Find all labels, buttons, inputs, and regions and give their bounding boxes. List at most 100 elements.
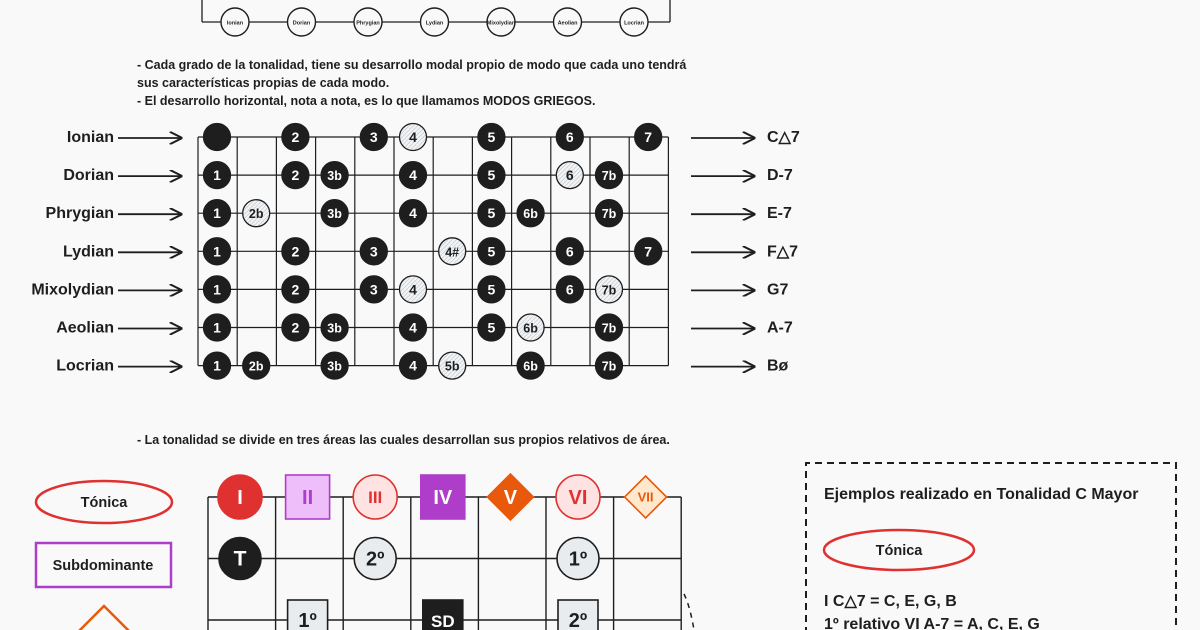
scale-degree-dot [281, 122, 310, 152]
tonic-legend-ellipse [34, 479, 174, 525]
intro-line-2: sus características propias de cada modo… [137, 76, 390, 90]
scale-degree-dot [634, 237, 663, 266]
scale-degree-label: 6 [566, 129, 574, 145]
scale-degree-dot [202, 313, 232, 342]
top-strip-circle [220, 7, 250, 37]
top-strip-circle [486, 7, 516, 37]
modes-fretboard [197, 136, 670, 367]
scale-degree-dot [477, 275, 506, 304]
relative-mark-label: 1º [569, 549, 587, 571]
degree-label: VII [638, 490, 654, 505]
scale-degree-label: 2 [292, 167, 300, 183]
relative-mark-label: 1º [298, 610, 316, 630]
mode-chord: Bø [767, 358, 789, 375]
intro-line-1: - Cada grado de la tonalidad, tiene su d… [137, 58, 687, 72]
scale-degree-dot [359, 237, 388, 266]
scale-degree-dot [359, 122, 388, 152]
mode-chord: E-7 [767, 205, 792, 222]
scale-degree-label: 7b [602, 207, 617, 221]
relative-mark-label: SD [431, 612, 455, 630]
scale-degree-label: 7 [644, 243, 652, 259]
scale-degree-dot [634, 122, 663, 152]
intro-line-3: - El desarrollo horizontal, nota a nota,… [137, 94, 596, 108]
area-connector-line [683, 593, 695, 630]
scale-degree-dot [398, 351, 428, 380]
scale-degree-dot [398, 199, 428, 228]
scale-degree-dot [516, 313, 545, 342]
mode-chord: G7 [767, 281, 788, 298]
scale-degree-dot [242, 199, 271, 228]
scale-degree-label: 4 [409, 281, 417, 297]
degree-subdominant-square [419, 474, 466, 520]
degree-label: I [237, 487, 243, 509]
scale-degree-label: 1 [213, 243, 221, 259]
scale-degree-label: 2 [292, 129, 300, 145]
scale-degree-label: 2b [249, 360, 264, 374]
scale-degree-dot [320, 199, 349, 228]
scale-degree-dot [281, 160, 310, 190]
degree-label: VI [569, 487, 588, 509]
scale-degree-dot [398, 313, 428, 342]
subdominant-legend-box [34, 541, 173, 589]
scale-degree-label: 4 [409, 129, 417, 145]
top-strip-circle [286, 7, 317, 37]
scale-degree-label: 4 [409, 205, 417, 221]
scale-degree-dot [320, 160, 349, 190]
degree-label: IV [433, 487, 453, 509]
top-strip-circle [419, 7, 450, 37]
top-strip-label: Aeolian [558, 21, 579, 27]
top-strip-label: Lydian [426, 21, 444, 27]
mode-chord: D-7 [767, 167, 793, 184]
scale-degree-dot [555, 237, 584, 266]
scale-degree-label: 2 [292, 281, 300, 297]
scale-degree-dot [516, 351, 545, 380]
top-strip-circle [619, 7, 649, 37]
scale-degree-label: 3b [327, 322, 342, 336]
relative-mark-label: 2º [569, 610, 587, 630]
scale-degree-dot [477, 122, 506, 152]
degree-label: II [302, 487, 313, 509]
scale-degree-dot [555, 275, 584, 304]
scale-degree-label: 6b [523, 360, 538, 374]
scale-degree-dot [281, 275, 310, 304]
relative-mark-circle [353, 536, 398, 581]
scale-degree-label: 5 [488, 320, 496, 336]
scale-degree-dot [202, 351, 232, 380]
scale-degree-label: 1 [213, 205, 221, 221]
scale-degree-dot [202, 160, 232, 190]
mode-name: Locrian [56, 358, 114, 375]
scale-degree-dot [202, 275, 232, 304]
scale-degree-dot [398, 160, 428, 190]
scale-degree-dot [594, 351, 624, 380]
scale-degree-dot [359, 275, 388, 304]
scale-degree-dot [398, 275, 428, 304]
dominant-legend-diamond [78, 604, 130, 630]
scale-degree-label: 5 [488, 205, 496, 221]
degree-tonic-circle [352, 474, 399, 520]
scale-degree-dot [594, 199, 624, 228]
scale-degree-dot [281, 237, 310, 266]
scale-degree-label: 4 [409, 167, 417, 183]
mode-chord: C△7 [767, 129, 800, 146]
relative-mark-square [286, 599, 329, 630]
scale-degree-dot [594, 313, 624, 342]
scale-degree-dot [320, 351, 349, 380]
mode-name: Phrygian [46, 205, 114, 222]
tonic-legend-label: Tónica [81, 495, 129, 511]
scale-degree-label: 7b [602, 283, 617, 297]
top-strip-circle [552, 7, 583, 37]
scale-degree-dot [202, 122, 232, 152]
scale-degree-label: 7 [644, 129, 652, 145]
scale-degree-label: 5 [488, 281, 496, 297]
scale-degree-label: 5b [445, 360, 460, 374]
scale-degree-label: 3b [327, 169, 342, 183]
scale-degree-label: 5 [488, 243, 496, 259]
scale-degree-label: 7b [602, 169, 617, 183]
relative-mark-circle [556, 536, 600, 581]
example-line-2: 1º relativo VI A-7 = A, C, E, G [824, 616, 1040, 630]
relative-mark-square [421, 599, 464, 630]
scale-degree-dot [555, 160, 584, 190]
scale-degree-dot [477, 160, 506, 190]
scale-degree-label: 6 [566, 243, 574, 259]
